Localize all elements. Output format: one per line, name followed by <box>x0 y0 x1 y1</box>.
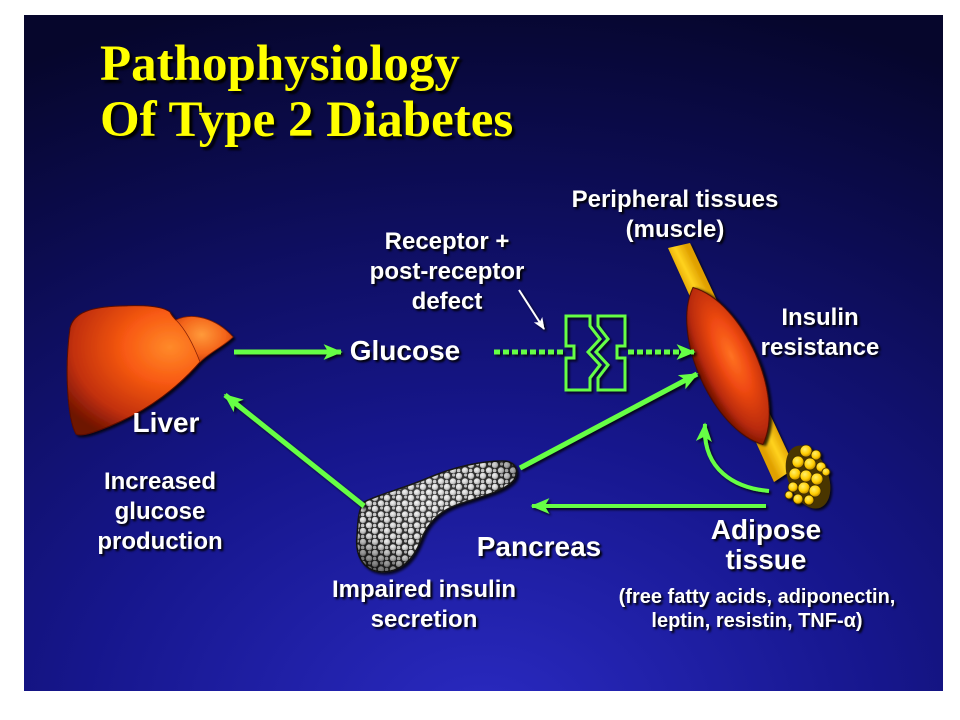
label-line: defect <box>411 288 483 315</box>
fat-cell <box>810 449 822 461</box>
label-line: Liver <box>132 407 200 438</box>
fat-cell <box>792 493 804 505</box>
insulin-resistance-label: Insulin resistance <box>740 303 900 363</box>
liver-small-lobe <box>175 316 234 363</box>
slide-title-line-2: Of Type 2 Diabetes <box>100 92 514 148</box>
fat-cell <box>821 467 831 477</box>
adipose-tissue-illustration <box>784 444 831 509</box>
pancreas-to-muscle-arrow <box>518 371 699 471</box>
adipose-tissue-label: Adipose tissue <box>686 515 846 575</box>
label-line: Impaired insulin <box>331 576 517 603</box>
label-line: leptin, resistin, TNF-α) <box>651 610 863 632</box>
insulin-receptor-icon <box>564 314 627 392</box>
label-line: post-receptor <box>369 258 525 285</box>
receptor-right-piece <box>593 314 627 392</box>
label-line: glucose <box>114 498 206 525</box>
impaired-insulin-secretion-label: Impaired insulin secretion <box>314 575 534 635</box>
fat-cell <box>799 469 813 483</box>
pancreas-shading <box>356 461 517 572</box>
label-line: production <box>97 528 223 555</box>
slide-title: Pathophysiology Of Type 2 Diabetes <box>100 36 513 148</box>
fat-cell <box>784 490 794 500</box>
fat-cell <box>788 467 802 481</box>
label-line: resistance <box>760 334 880 361</box>
increased-glucose-production-label: Increased glucose production <box>75 467 245 557</box>
glucose-label: Glucose <box>335 336 475 366</box>
receptor-left-piece <box>564 314 602 392</box>
receptor-defect-label: Receptor + post-receptor defect <box>347 227 547 317</box>
pancreas-illustration <box>355 460 518 573</box>
liver-illustration <box>66 305 234 436</box>
fat-cell <box>803 494 815 506</box>
label-line: Receptor + <box>384 228 510 255</box>
defect-pointer-arrow <box>518 289 545 330</box>
adipose-to-muscle-curved-arrow <box>695 422 770 493</box>
label-line: secretion <box>370 606 478 633</box>
label-line: tissue <box>725 544 807 575</box>
label-line: Insulin <box>781 304 859 331</box>
label-line: Peripheral tissues <box>571 186 779 213</box>
pancreas-to-liver-arrow <box>223 393 366 508</box>
pancreas-label: Pancreas <box>459 532 619 562</box>
peripheral-tissues-label: Peripheral tissues (muscle) <box>545 185 805 245</box>
fat-cell <box>803 457 817 471</box>
fat-cell <box>797 481 811 495</box>
label-line: Glucose <box>349 335 461 366</box>
label-line: (muscle) <box>625 216 725 243</box>
fat-cell <box>799 444 813 458</box>
fat-cell <box>808 484 822 498</box>
label-line: Adipose <box>710 514 822 545</box>
fat-cell <box>810 472 824 486</box>
label-line: (free fatty acids, adiponectin, <box>618 586 896 608</box>
label-line: Increased <box>103 468 217 495</box>
pathway-arrows <box>223 289 770 514</box>
adipose-factors-label: (free fatty acids, adiponectin, leptin, … <box>597 585 917 633</box>
fat-cell <box>791 455 805 469</box>
fat-cell <box>787 481 799 493</box>
label-line: Pancreas <box>476 531 602 562</box>
muscle-illustration <box>686 286 770 446</box>
slide-title-line-1: Pathophysiology <box>100 36 460 92</box>
liver-label: Liver <box>116 408 216 438</box>
